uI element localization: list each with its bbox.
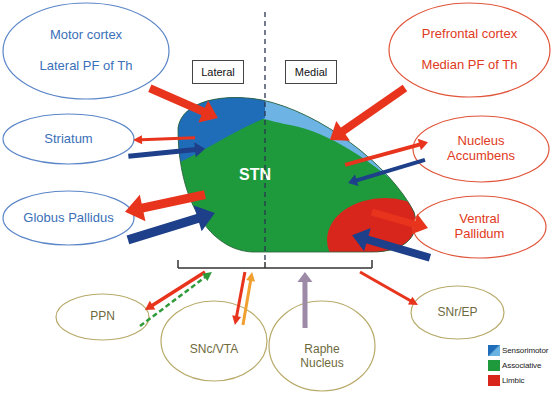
connector-arrow (330, 88, 405, 141)
ellipse-border (389, 3, 550, 97)
text-group: Nucleus Accumbens (412, 115, 550, 183)
structure-name: Prefrontal cortex (422, 27, 517, 42)
legend-text: Limbic (502, 376, 525, 385)
text-group: Lateral (192, 60, 244, 84)
text-group: Raphe Nucleus (268, 300, 376, 392)
brainstem-ellipse: PPN (55, 293, 150, 341)
arrow-head (246, 272, 255, 282)
source-ellipse: Motor cortexLateral PF of Th (2, 2, 170, 100)
structure-name: Ventral Pallidum (440, 212, 520, 242)
bracket-tick (264, 262, 266, 268)
structure-name: SNc/VTA (190, 343, 238, 357)
legend-swatch (488, 345, 500, 356)
stn-nucleus: STN (172, 88, 420, 272)
text-group: Prefrontal cortexMedian PF of Th (388, 2, 551, 98)
region-label: Medial (295, 66, 327, 79)
stn-group (160, 80, 443, 282)
ellipse-outline (2, 2, 170, 100)
structure-name: Raphe Nucleus (292, 343, 352, 371)
structure-name: Lateral PF of Th (40, 59, 133, 74)
structure-name: Median PF of Th (422, 58, 518, 73)
ellipse-border (413, 116, 549, 182)
connector-line (152, 272, 205, 306)
box-border (286, 61, 337, 84)
structure-name: Striatum (44, 132, 92, 147)
box-border (193, 61, 244, 84)
text-group: Medial (285, 60, 337, 84)
text-group: STN (230, 158, 280, 192)
target-ellipse: Nucleus Accumbens (412, 115, 550, 183)
ellipse-border (411, 286, 504, 339)
ellipse-border (161, 301, 267, 381)
legend-row: Sensorimotor (488, 343, 548, 358)
legend-swatch (488, 375, 500, 386)
arrow-head (202, 272, 212, 281)
structure-name: Motor cortex (50, 28, 122, 43)
source-ellipse: Prefrontal cortexMedian PF of Th (388, 2, 551, 98)
brainstem-ellipse: SNc/VTA (160, 300, 268, 382)
ellipse-border (3, 114, 134, 164)
target-ellipse: Ventral Pallidum (412, 195, 547, 259)
text-group: Motor cortexLateral PF of Th (2, 2, 170, 100)
nucleus-name: STN (239, 166, 271, 184)
ellipse-outline (388, 2, 551, 98)
text-group: Ventral Pallidum (412, 195, 547, 259)
target-ellipse: Striatum (2, 113, 135, 165)
region-label-box: Lateral (192, 60, 244, 84)
structure-name: SNr/EP (437, 306, 477, 320)
text-group: SNc/VTA (160, 300, 268, 382)
region-label: Lateral (201, 66, 235, 79)
connector-line (360, 272, 411, 301)
ellipse-outline (160, 300, 268, 382)
legend-text: Associative (502, 361, 541, 370)
target-ellipse: Globus Pallidus (2, 190, 135, 246)
connector-line (128, 218, 199, 240)
ellipse-border (269, 301, 375, 391)
structure-name: Nucleus Accumbens (436, 134, 526, 164)
structure-name: PPN (90, 310, 115, 324)
stn-outline (178, 97, 416, 252)
connector-line (342, 88, 405, 132)
legend-row: Limbic (488, 373, 548, 388)
legend-swatch (488, 360, 500, 371)
ellipse-border (56, 294, 149, 340)
stn-territories (160, 80, 443, 282)
brainstem-ellipse: Raphe Nucleus (268, 300, 376, 392)
stn-shape (172, 88, 420, 272)
sensorimotor-dark-territory (165, 85, 265, 168)
text-group: PPN (55, 293, 150, 341)
connector-arrow (360, 272, 418, 305)
region-label-box: Medial (285, 60, 337, 84)
bracket-tick (177, 260, 179, 268)
structure-name: Globus Pallidus (23, 211, 113, 226)
ellipse-border (3, 191, 134, 245)
legend-row: Associative (488, 358, 548, 373)
legend-text: Sensorimotor (502, 346, 548, 355)
ellipse-border (3, 3, 169, 99)
brainstem-ellipse: SNr/EP (410, 285, 505, 340)
text-group: SNr/EP (410, 285, 505, 340)
legend: SensorimotorAssociativeLimbic (488, 343, 548, 388)
arrow-head (297, 272, 312, 282)
text-group: Striatum (2, 113, 135, 165)
bracket-line (178, 267, 372, 269)
text-group: Globus Pallidus (2, 190, 135, 246)
bracket-tick (371, 260, 373, 268)
ellipse-border (413, 196, 546, 258)
